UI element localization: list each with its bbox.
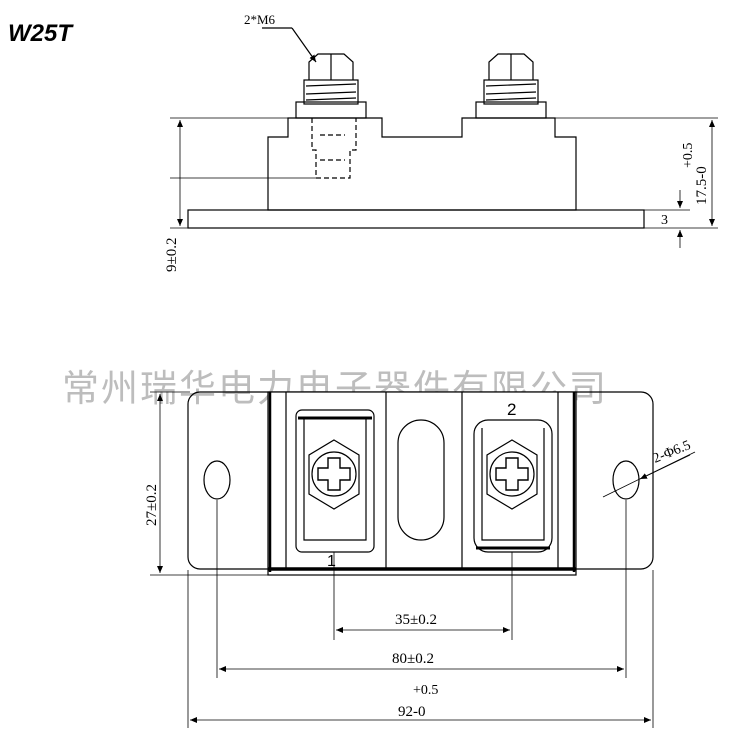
terminal-2 xyxy=(473,419,553,553)
terminal-1 xyxy=(295,409,375,553)
side-view xyxy=(170,27,718,248)
height-value-label: 17.5-0 xyxy=(694,166,710,205)
base-thickness-label: 3 xyxy=(661,213,668,228)
body-height-label: 9±0.2 xyxy=(164,238,180,272)
mounting-hole-right xyxy=(612,460,640,500)
hole-pitch-label: 80±0.2 xyxy=(392,651,434,667)
side-base-plate xyxy=(187,209,645,229)
thread-label: 2*M6 xyxy=(244,12,276,27)
hole-label: 2-Φ6.5 xyxy=(651,438,693,467)
top-module-body xyxy=(267,391,577,576)
height-tolerance-label: +0.5 xyxy=(681,143,696,168)
terminal-1-label: 1 xyxy=(327,553,336,570)
mounting-hole-left xyxy=(203,460,231,500)
center-slot xyxy=(397,419,445,541)
width-label: 27±0.2 xyxy=(144,484,160,526)
top-view xyxy=(150,391,696,728)
terminal-pitch-label: 35±0.2 xyxy=(395,612,437,628)
length-value-label: 92-0 xyxy=(398,704,426,720)
terminal-2-label: 2 xyxy=(507,400,516,419)
side-terminal-right xyxy=(475,53,547,119)
side-module-body xyxy=(267,117,577,211)
length-tolerance-label: +0.5 xyxy=(413,683,438,698)
model-title: W25T xyxy=(8,20,73,47)
side-terminal-left xyxy=(295,53,367,179)
